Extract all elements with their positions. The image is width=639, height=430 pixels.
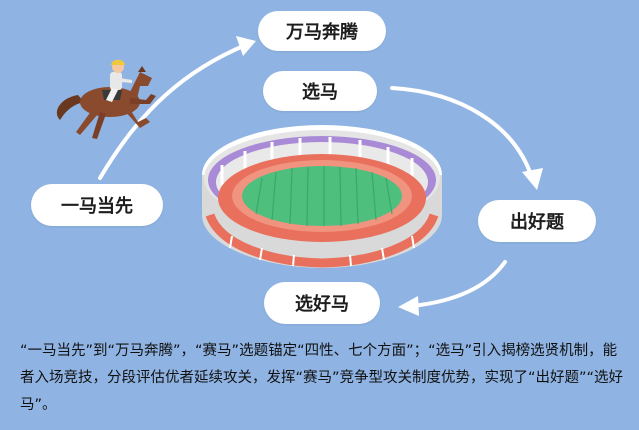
node-xuanma: 选马 [263,71,377,111]
arrow-first-to-top [98,42,250,180]
horse-rider-icon [56,59,156,139]
node-wanma-benteng: 万马奔腾 [258,11,386,51]
arrowhead-select-to-goodq [522,168,543,190]
arrowhead-goodq-to-goodh [398,296,419,316]
stadium-icon [202,125,442,268]
node-xuan-haoma: 选好马 [264,282,380,324]
node-chu-haoti: 出好题 [478,200,596,242]
arrowhead-first-to-top [236,36,256,56]
arrow-goodq-to-goodh [410,260,507,308]
arrow-select-to-goodq [390,86,534,180]
node-yima-dangxian: 一马当先 [31,184,163,226]
caption-text: “一马当先”到“万马奔腾”，“赛马”选题锚定“四性、七个方面”；“选马”引入揭榜… [20,343,624,413]
